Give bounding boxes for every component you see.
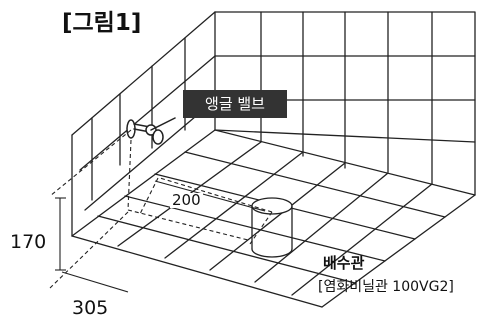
width-dimension-label: 200 <box>170 191 203 209</box>
width-reference-line <box>159 177 273 213</box>
depth-dimension-label: 305 <box>72 297 109 319</box>
figure-title: [그림1] <box>62 10 142 36</box>
back-wall <box>214 11 476 196</box>
width-dimension-line <box>154 180 266 212</box>
height-extension-line <box>49 129 132 197</box>
angle-valve <box>126 117 176 145</box>
drain-pipe-spec: [염화비닐관 100VG2] <box>318 279 454 295</box>
angle-valve-label: 앵글 밸브 <box>183 90 287 118</box>
side-wall <box>71 11 216 237</box>
drain-pipe <box>251 197 293 258</box>
floor-grid <box>71 129 476 308</box>
depth-dimension-line <box>61 271 129 293</box>
valve-drop-line <box>127 139 132 211</box>
drain-pipe-label: 배수관 <box>323 254 365 272</box>
height-dimension-label: 170 <box>10 231 47 253</box>
